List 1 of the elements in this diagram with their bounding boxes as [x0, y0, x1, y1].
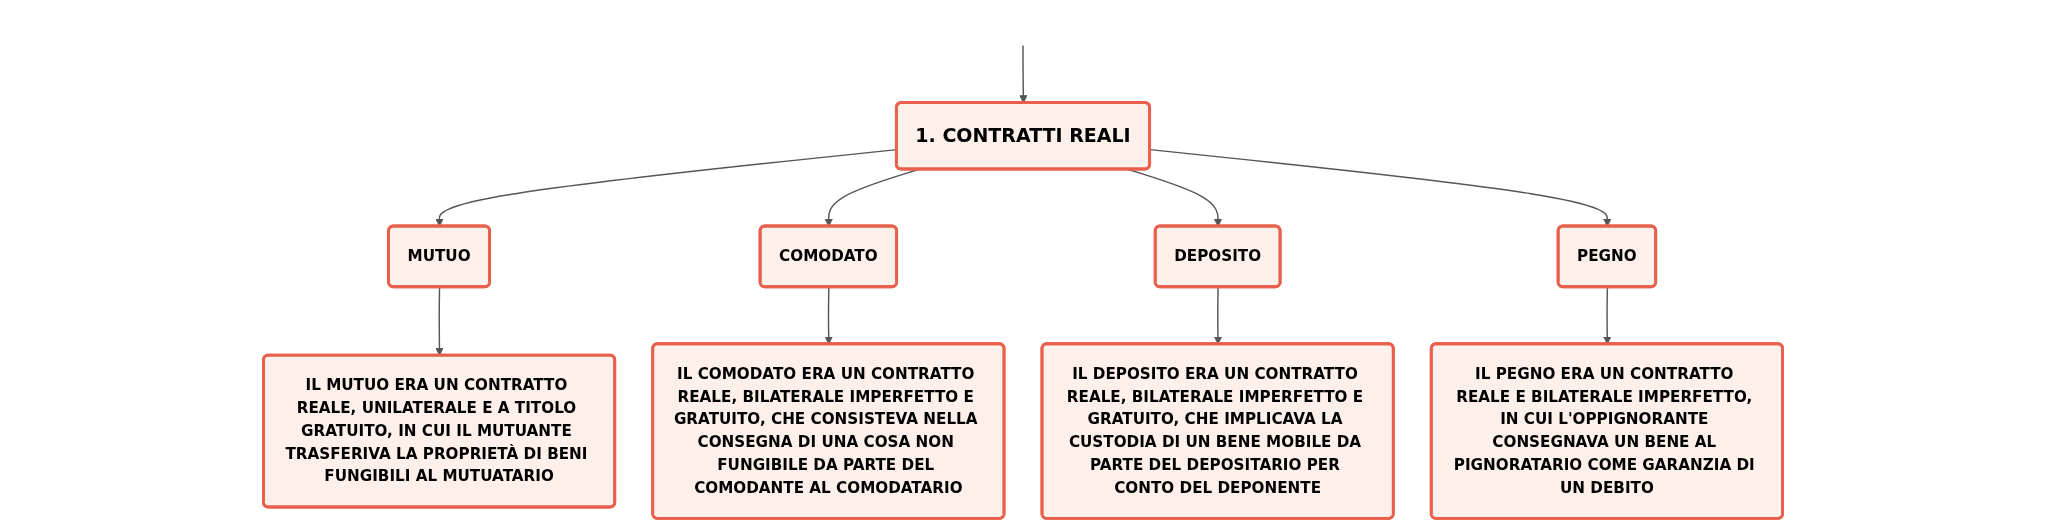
- arrow: [435, 286, 444, 356]
